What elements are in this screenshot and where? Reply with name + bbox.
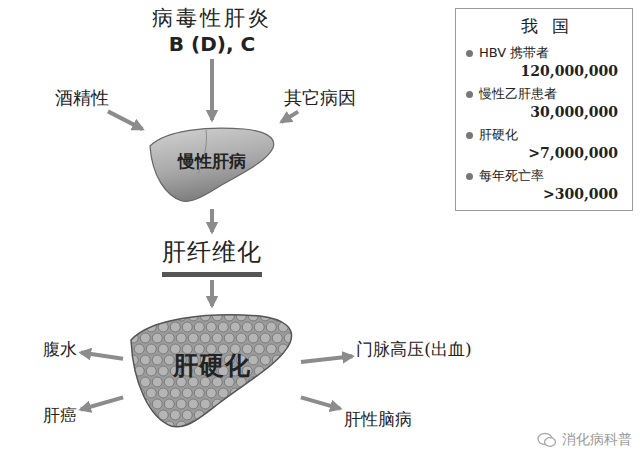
flow-arrow	[108, 111, 142, 129]
node-text: 肝纤维化	[162, 236, 262, 268]
outcome-label: 门脉高压(出血)	[356, 338, 471, 361]
stat-value: >7,000,000	[466, 145, 624, 161]
node-text: 病毒性肝炎	[152, 4, 272, 32]
stat-label: 慢性乙肝患者	[479, 85, 557, 103]
cause-label: 病毒性肝炎B (D), C	[152, 4, 272, 56]
stat-row: HBV 携带者	[466, 44, 624, 62]
outcome-label: 肝性脑病	[344, 408, 412, 431]
watermark-text: 消化病科普	[562, 431, 632, 449]
stat-box: 我国HBV 携带者120,000,000慢性乙肝患者30,000,000肝硬化>…	[455, 8, 633, 211]
stat-row: 肝硬化	[466, 126, 624, 144]
node-text: 酒精性	[55, 86, 109, 110]
wechat-icon	[537, 432, 557, 448]
cause-label: 其它病因	[284, 86, 356, 110]
bullet-dot	[466, 91, 473, 98]
stat-label: 肝硬化	[479, 126, 518, 144]
bullet-dot	[466, 132, 473, 139]
stage-label: 肝纤维化	[162, 236, 262, 277]
liver-label: 慢性肝病	[178, 150, 246, 173]
flow-arrow	[301, 356, 352, 362]
flow-arrow	[210, 280, 214, 306]
node-text: 腹水	[43, 338, 77, 361]
bullet-dot	[466, 50, 473, 57]
bullet-dot	[466, 173, 473, 180]
stat-row: 慢性乙肝患者	[466, 85, 624, 103]
stat-label: 每年死亡率	[479, 167, 544, 185]
liver-label: 肝硬化	[173, 349, 251, 382]
flow-arrow	[81, 353, 123, 359]
stat-label: HBV 携带者	[479, 44, 549, 62]
liver-node: 慢性肝病	[146, 124, 278, 206]
flow-arrow	[81, 397, 123, 409]
flow-arrow	[210, 209, 214, 232]
flow-arrow	[281, 112, 298, 122]
node-text: B (D), C	[152, 32, 272, 56]
cause-label: 酒精性	[55, 86, 109, 110]
cirrhotic-liver-node: 肝硬化	[126, 310, 298, 434]
node-text: 门脉高压(出血)	[356, 338, 471, 361]
outcome-label: 腹水	[43, 338, 77, 361]
watermark: 消化病科普	[537, 431, 632, 449]
outcome-label: 肝癌	[43, 404, 77, 427]
node-text: 肝性脑病	[344, 408, 412, 431]
stat-value: 30,000,000	[466, 104, 624, 120]
box-heading: 我国	[466, 15, 624, 38]
flow-arrow	[301, 397, 340, 408]
stat-value: >300,000	[466, 186, 624, 202]
node-text: 其它病因	[284, 86, 356, 110]
stat-value: 120,000,000	[466, 63, 624, 79]
flow-arrow	[210, 59, 214, 120]
stat-row: 每年死亡率	[466, 167, 624, 185]
node-text: 肝癌	[43, 404, 77, 427]
